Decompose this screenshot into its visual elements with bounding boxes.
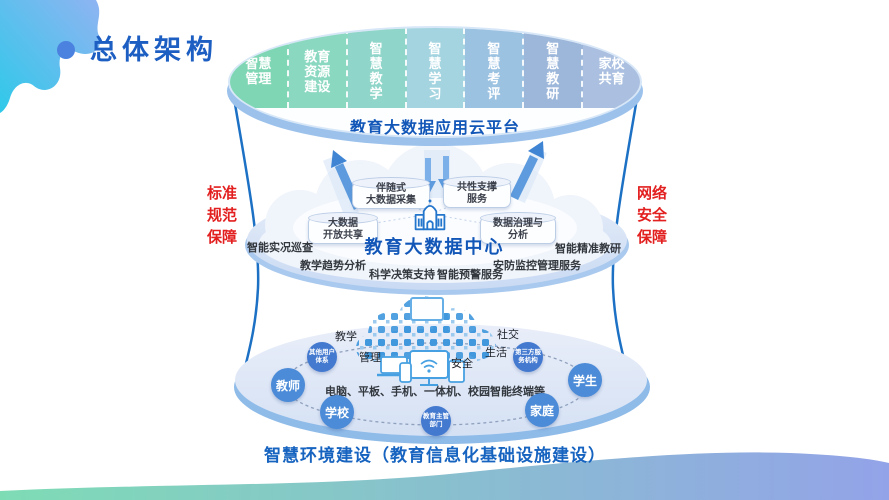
data-center-building-icon <box>414 199 446 231</box>
pillar-smart-learning: 智慧学习 <box>406 28 466 108</box>
role-student: 学生 <box>568 363 602 397</box>
platform-disc: 智慧管理 教育资源建设 智慧教学 智慧学习 智慧考评 智慧教研 家校共育 教育大… <box>228 26 642 138</box>
assurance-right-label: 网络 安全 保障 <box>636 185 667 246</box>
platform-caption: 教育大数据应用云平台 <box>349 120 520 137</box>
terminal-device-icons <box>377 350 465 386</box>
title-bullet-icon <box>57 41 75 59</box>
service-live-inspection: 智能实况巡查 <box>247 242 313 254</box>
pillar-home-school: 家校共育 <box>583 28 640 108</box>
cylinder-side-lines <box>231 91 640 385</box>
role-other-users: 其他用户体系 <box>307 342 337 372</box>
service-trend-analysis: 教学趋势分析 <box>300 260 366 272</box>
cloud-tag-teaching: 教学 <box>335 331 357 343</box>
role-teacher: 教师 <box>271 368 305 402</box>
service-precise-research: 智能精准教研 <box>555 243 621 255</box>
role-third-party: 第三方服务机构 <box>513 342 543 372</box>
tablet-icon <box>448 360 465 383</box>
service-decision-support: 科学决策支持 <box>369 269 435 281</box>
pillar-smart-teaching: 智慧教学 <box>347 28 407 108</box>
pillar-smart-management: 智慧管理 <box>230 28 289 108</box>
corner-blob <box>0 0 101 113</box>
up-arrow-right <box>509 141 544 200</box>
role-edu-authority: 教育主管部门 <box>421 406 451 436</box>
bottom-wave <box>0 452 889 500</box>
cloud-tag-management: 管理 <box>359 352 381 364</box>
monitor-icon <box>409 350 449 386</box>
pillar-smart-assessment: 智慧考评 <box>465 28 525 108</box>
role-family: 家庭 <box>525 393 559 427</box>
store-data-governance: 数据治理与分析 <box>480 212 556 244</box>
service-security-monitor: 安防监控管理服务 <box>493 260 581 272</box>
pillar-resource-construction: 教育资源建设 <box>288 28 348 108</box>
store-common-support: 共性支撑服务 <box>443 176 511 208</box>
cloud-monitor-icon <box>410 297 444 321</box>
pillar-smart-research: 智慧教研 <box>524 28 584 108</box>
cloud-tag-social: 社交 <box>497 329 519 341</box>
role-school: 学校 <box>320 395 354 429</box>
phone-icon <box>399 362 412 383</box>
cloud-tag-security: 安全 <box>451 358 473 370</box>
devices-label: 电脑、平板、手机、一体机、校园智能终端等 <box>325 386 545 398</box>
environment-caption: 智慧环境建设（教育信息化基础设施建设） <box>264 446 606 465</box>
store-accompanying-collection: 伴随式大数据采集 <box>352 177 430 209</box>
cloud-tag-life: 生活 <box>485 347 507 359</box>
service-early-warning: 智能预警服务 <box>437 269 503 281</box>
platform-pillars: 智慧管理 教育资源建设 智慧教学 智慧学习 智慧考评 智慧教研 家校共育 <box>230 28 640 108</box>
page-title: 总体架构 <box>90 35 218 66</box>
assurance-left-label: 标准 规范 保障 <box>206 185 237 246</box>
store-open-sharing: 大数据开放共享 <box>308 212 378 244</box>
data-center-title: 教育大数据中心 <box>364 237 505 257</box>
flow-arrows <box>323 141 547 218</box>
